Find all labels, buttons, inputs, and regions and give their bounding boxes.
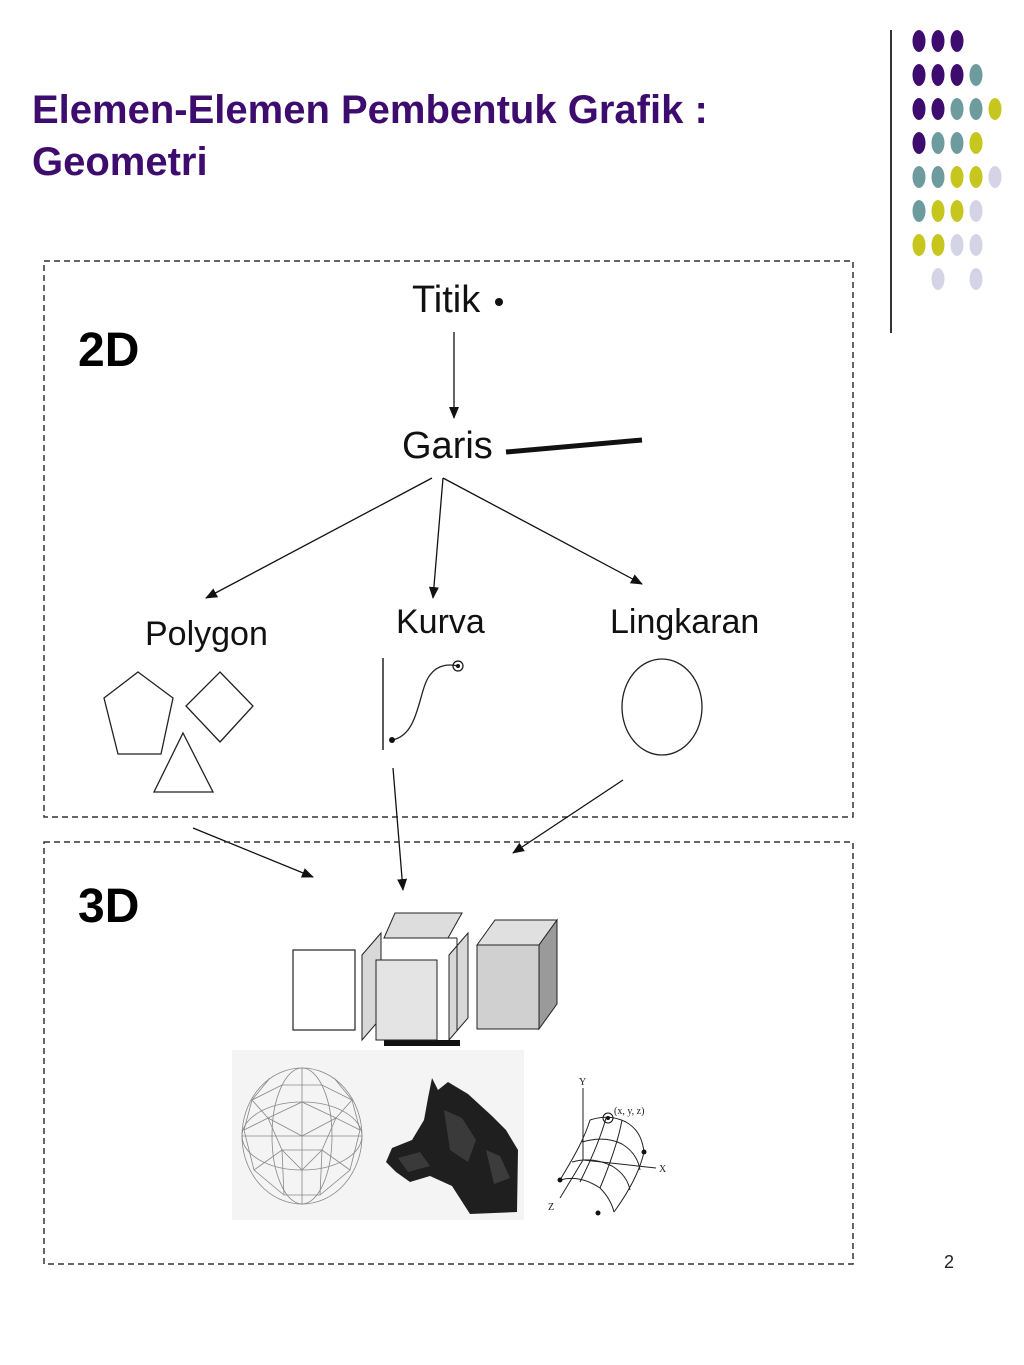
decorative-dot [931,98,945,120]
decorative-dot [912,132,926,154]
decorative-dot [912,98,926,120]
page-number: 2 [944,1252,955,1272]
decorative-dot [950,200,964,222]
geometry-diagram: 2D Titik Garis Polygon Kurva Lingkaran 3… [43,260,854,1265]
decorative-dot [931,64,945,86]
decorative-dot [931,234,945,256]
decorative-dot [950,132,964,154]
titik-point [495,298,503,306]
parametric-surface: Y X Z (x, y, z) [548,1077,667,1216]
polygon-label: Polygon [145,615,268,653]
wireframe-sphere [241,1067,363,1205]
axis-x-label: X [659,1164,667,1175]
decorative-dot [931,30,945,52]
curve-shape [391,664,459,741]
surface-point-highlight [602,1112,614,1124]
surface-corner-point [557,1177,563,1183]
axis-z-label: Z [548,1202,554,1213]
decorative-dot [969,132,983,154]
axis-y-label: Y [579,1077,586,1088]
solid-cube [476,918,558,1031]
decorative-dot [969,64,983,86]
diamond-shape [185,671,254,743]
slide-title: Elemen-Elemen Pembentuk Grafik : Geometr… [32,88,708,184]
flat-plane [292,949,356,1031]
decorative-dot [950,234,964,256]
arrow-lingkaran-3d [512,779,624,854]
decorative-dot [969,268,983,290]
titik-label: Titik [412,279,481,321]
surface-corner-point [641,1149,647,1155]
lingkaran-shape [621,658,703,756]
garis-line [505,437,643,455]
arrow-polygon-3d [192,827,314,878]
decorative-dot [969,234,983,256]
decorative-dot [931,166,945,188]
decorative-dot [988,98,1002,120]
decorative-dot [912,30,926,52]
arrow-garis-lingkaran [442,477,643,585]
panel-2d-frame [43,260,854,818]
surface-point [606,1116,610,1120]
decorative-dot [988,166,1002,188]
arrow-kurva-3d [392,767,408,891]
decorative-dot-grid [912,30,1002,290]
point-coordinate-label: (x, y, z) [614,1106,644,1117]
decorative-dot [969,98,983,120]
decorative-dot [969,166,983,188]
decorative-dot [912,200,926,222]
triangle-shape [152,731,215,793]
decorative-dot [969,200,983,222]
panel-3d-label: 3D [78,880,139,933]
decorative-dot [912,64,926,86]
lingkaran-label: Lingkaran [610,603,759,641]
panel-3d-frame [43,841,854,1265]
kurva-label: Kurva [396,603,485,641]
exploded-box [361,912,469,1046]
decorative-dot [931,268,945,290]
garis-label: Garis [402,425,493,467]
curve-end-point [452,660,464,672]
arrow-garis-kurva [428,477,444,599]
surface-corner-point [595,1210,601,1216]
decorative-dot [950,98,964,120]
curve-end-dot [456,664,460,668]
decorative-dot [912,234,926,256]
decorative-dot [912,166,926,188]
decorative-dot [931,200,945,222]
decorative-dot [931,132,945,154]
curve-start-point [389,737,395,743]
decorative-dot [950,30,964,52]
divider-line [890,30,892,333]
cow-head-model [386,1078,518,1214]
arrow-garis-polygon [205,477,433,599]
decorative-dot [950,166,964,188]
decorative-dot [950,64,964,86]
panel-2d-label: 2D [78,324,139,377]
pentagon-shape [103,671,174,755]
